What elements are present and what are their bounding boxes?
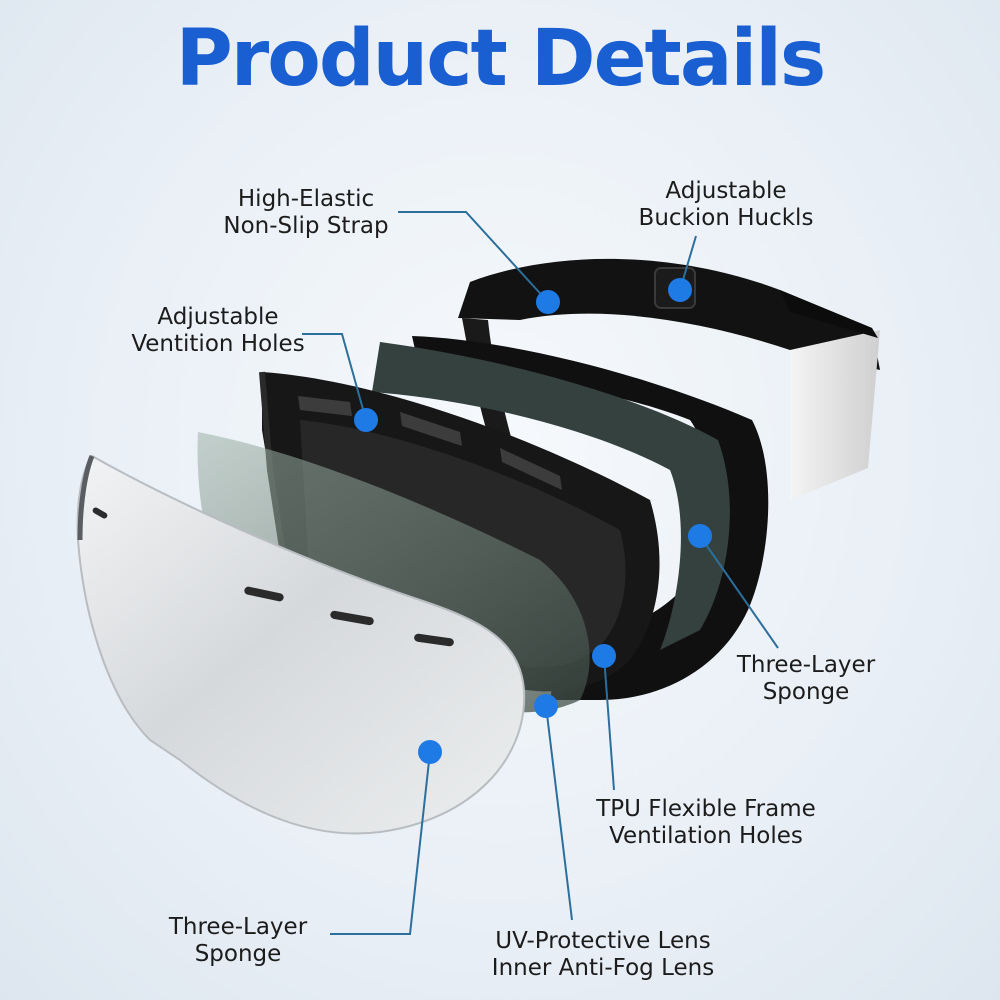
- callout-uv-lens: UV-Protective Lens Inner Anti-Fog Lens: [470, 928, 736, 982]
- marker-dot-sponge-right: [688, 524, 712, 548]
- callout-uv-lens-line2: Inner Anti-Fog Lens: [491, 955, 715, 981]
- callout-sponge-left-line1: Three-Layer: [168, 914, 308, 940]
- leader-line-uv: [545, 705, 573, 921]
- page-title: Product Details: [175, 14, 827, 104]
- leader-line-vents: [302, 333, 367, 421]
- marker-dot-tpu: [592, 644, 616, 668]
- callout-buckle: Adjustable Buckion Huckls: [626, 178, 826, 232]
- leader-lines: [302, 211, 779, 935]
- callout-tpu-frame-line2: Ventilation Holes: [609, 823, 803, 849]
- sponge-shape: [372, 342, 730, 650]
- callout-strap-line2: Non-Slip Strap: [223, 213, 389, 239]
- outer-lens-shape: [76, 454, 526, 835]
- marker-dot-uv: [534, 694, 558, 718]
- callout-tpu-frame-line1: TPU Flexible Frame: [596, 796, 816, 822]
- callout-vent-holes-line2: Ventition Holes: [131, 331, 305, 357]
- marker-dot-sponge-left: [418, 740, 442, 764]
- callout-buckle-line1: Adjustable: [665, 178, 787, 204]
- callout-uv-lens-line1: UV-Protective Lens: [495, 928, 711, 954]
- callout-sponge-left-line2: Sponge: [194, 941, 282, 967]
- callout-buckle-line2: Buckion Huckls: [638, 205, 814, 231]
- callout-strap-line1: High-Elastic: [237, 186, 375, 212]
- callout-vent-holes: Adjustable Ventition Holes: [118, 304, 318, 358]
- callout-tpu-frame: TPU Flexible Frame Ventilation Holes: [576, 796, 836, 850]
- leader-line-tpu: [603, 655, 615, 791]
- callout-vent-holes-line1: Adjustable: [157, 304, 279, 330]
- callout-strap: High-Elastic Non-Slip Strap: [206, 186, 406, 240]
- callout-sponge-right: Three-Layer Sponge: [716, 652, 896, 706]
- callout-sponge-left: Three-Layer Sponge: [148, 914, 328, 968]
- marker-dot-vents: [354, 408, 378, 432]
- marker-dot-buckle: [668, 278, 692, 302]
- marker-dot-strap: [536, 290, 560, 314]
- callout-sponge-right-line1: Three-Layer: [736, 652, 876, 678]
- leader-line-sponge-left: [330, 751, 431, 935]
- marker-dots: [354, 278, 712, 764]
- leader-line-strap: [398, 211, 549, 303]
- callout-sponge-right-line2: Sponge: [762, 679, 850, 705]
- leader-line-sponge-right: [699, 535, 779, 649]
